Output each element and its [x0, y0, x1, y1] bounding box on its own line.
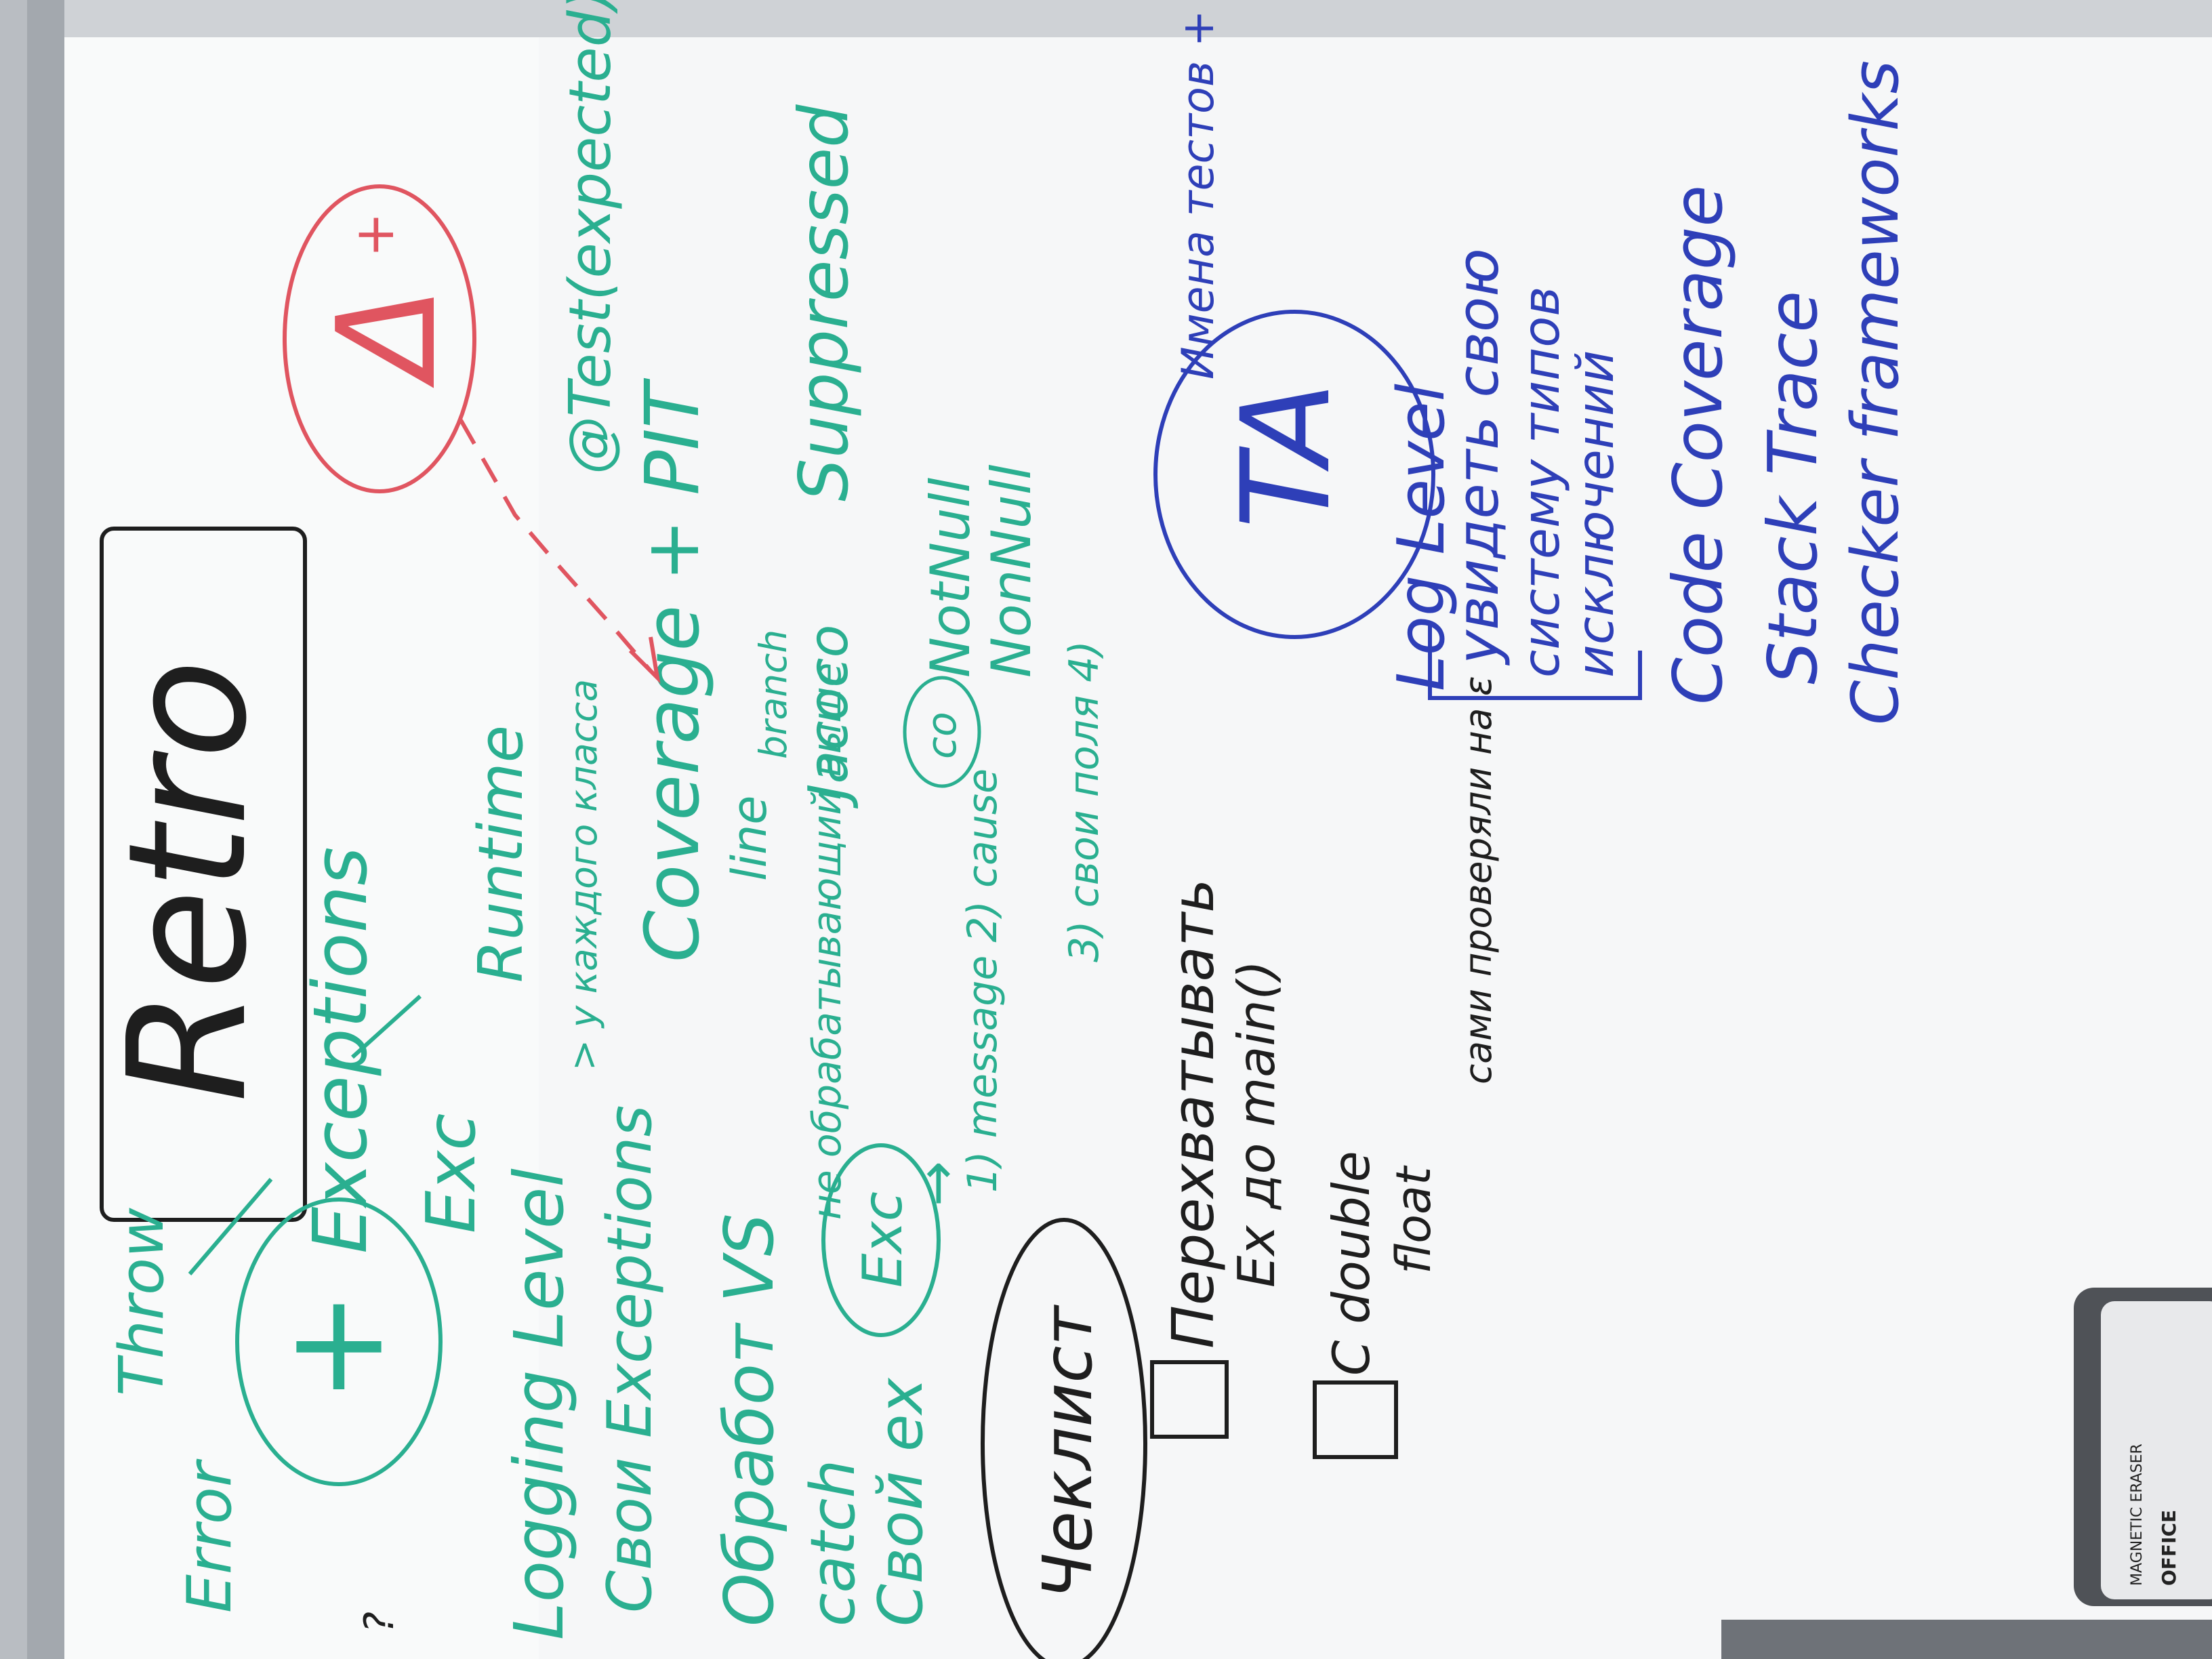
exc-circle	[821, 1143, 941, 1337]
code-coverage-label: Code Coverage	[1658, 185, 1738, 705]
exceptions-cluster: + Throw Error ? Exceptions Exc Runtime L…	[106, 0, 1108, 1640]
checker-frameworks-label: Checker frameworks	[1839, 60, 1913, 725]
stack-trace-label: Stack Trace	[1753, 291, 1832, 684]
log-level-bracket	[1428, 623, 1642, 700]
question-label: ?	[356, 1612, 403, 1633]
list-1-2-label: 1) message 2) cause	[959, 769, 1006, 1193]
plus-circle-label: +	[282, 1264, 396, 1422]
coverage-label: Coverage + PIT	[629, 377, 716, 962]
retro-title: Retro	[93, 659, 283, 1103]
checklist-title-circle	[981, 1218, 1147, 1659]
plus-circle-group: +	[235, 1197, 443, 1486]
delta-symbol: Δ	[308, 287, 466, 388]
board-glare	[64, 37, 539, 1659]
test-expected-label: @Test(expected)	[557, 0, 624, 474]
delta-plus: +	[343, 212, 406, 258]
eraser-brand: OFFICE	[2158, 1510, 2180, 1586]
retro-title-box	[100, 527, 307, 1222]
branch-label: branch	[752, 630, 795, 759]
eraser-label-panel	[2101, 1301, 2212, 1599]
item2-line-c: сами проверяли на ε	[1456, 676, 1500, 1084]
delta-arrow	[459, 419, 653, 672]
throw-to-exceptions-line	[188, 1178, 273, 1275]
magnetic-eraser: OFFICE MAGNETIC ERASER	[2074, 1288, 2212, 1606]
board-surface	[64, 37, 2212, 1659]
notnull-label: NotNull	[919, 478, 982, 678]
board-frame-left-rail	[27, 0, 64, 1659]
ta-label: TA	[1216, 382, 1357, 529]
system-types-label: систему типов	[1511, 287, 1571, 678]
exceptions-to-runtime-line	[350, 994, 422, 1059]
error-label: Error	[174, 1458, 245, 1613]
catch-arrow: →	[905, 1161, 968, 1206]
co-label: co	[918, 712, 966, 759]
board-frame-top	[0, 0, 2212, 41]
for-each-class-label: > у каждого класса	[562, 679, 605, 1071]
ta-cluster: TA Имена тестов + методов Log Level увид…	[1153, 0, 1913, 725]
exc-circle-label: Exc	[851, 1191, 914, 1288]
retro-title-group: Retro	[93, 527, 307, 1222]
not-handle-above-label: не обрабатывающий выше	[804, 663, 850, 1220]
exceptions-ru-label: исключений	[1565, 350, 1625, 678]
catch-label: catch	[798, 1460, 869, 1626]
jacoco-label: Jacoco	[797, 625, 860, 809]
logging-level-label: Logging Level	[499, 1168, 579, 1640]
test-names-label: Имена тестов + методов	[1173, 0, 1224, 380]
line-label: line	[722, 796, 777, 881]
item2-line-b: float	[1386, 1165, 1441, 1274]
eraser-label: MAGNETIC ERASER	[2129, 1443, 2146, 1586]
item2-line-a: C double	[1322, 1151, 1381, 1376]
checkbox-2	[1313, 1380, 1398, 1459]
checklist: Чеклист Перехватывать Ex до main() C dou…	[981, 676, 1500, 1659]
suppressed-label: Suppressed	[784, 104, 863, 501]
see-own-label: увидеть свою	[1445, 248, 1512, 666]
co-circle	[903, 676, 981, 788]
list-3-4-label: 3) свои поля 4)	[1061, 640, 1108, 962]
plus-circle	[235, 1197, 443, 1486]
delta-cluster: Δ +	[283, 184, 661, 684]
checklist-title: Чеклист	[1028, 1305, 1107, 1599]
item1-line-b: Ex до main()	[1227, 960, 1286, 1288]
throw-label: Throw	[106, 1208, 178, 1396]
nonnull-label: NonNull	[980, 465, 1043, 678]
delta-arrow-head	[628, 636, 661, 684]
log-level-label: Log Level	[1385, 384, 1459, 691]
own-ex-label: Свой ex	[865, 1377, 937, 1626]
item1-line-a: Перехватывать	[1160, 879, 1227, 1349]
exc-label: Exc	[411, 1113, 491, 1233]
runtime-label: Runtime	[466, 725, 537, 983]
delta-circle	[283, 184, 476, 493]
exceptions-label: Exceptions	[297, 846, 384, 1254]
handle-vs-label: Обработ VS	[710, 1213, 789, 1626]
ta-circle	[1153, 310, 1435, 639]
board-bottom-edge	[1721, 1620, 2212, 1659]
own-exceptions-label: Свои Exceptions	[594, 1105, 665, 1613]
checkbox-1	[1150, 1360, 1229, 1439]
